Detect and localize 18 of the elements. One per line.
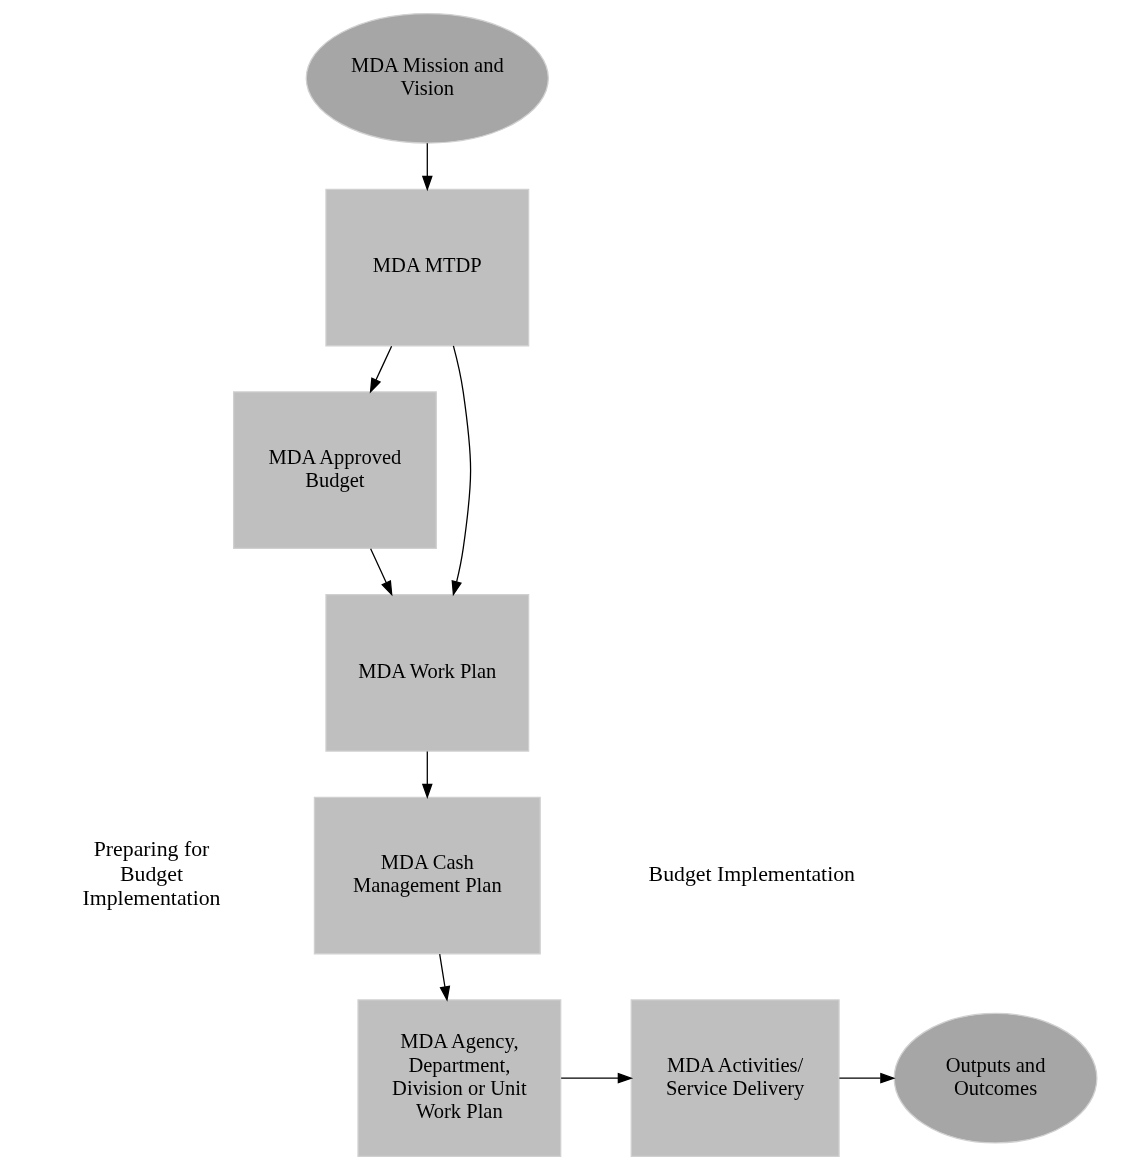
- node-ellipse: Outputs and Outcomes: [893, 1012, 1097, 1144]
- node-ellipse: MDA Mission and Vision: [305, 12, 549, 144]
- arrow: [369, 548, 392, 597]
- label: Budget Implementation: [648, 861, 855, 886]
- arrow: [438, 953, 450, 1002]
- arrow: [421, 142, 433, 192]
- node-box: MDA Work Plan: [324, 594, 529, 752]
- node-box: MDA Approved Budget: [232, 391, 437, 550]
- node-box: MDA Cash Management Plan: [313, 796, 541, 955]
- arrow: [560, 1072, 633, 1084]
- arrow: [838, 1072, 896, 1084]
- arrow: [451, 345, 471, 597]
- arrow: [421, 750, 433, 800]
- node-box: MDA Activities/ Service Delivery: [630, 999, 840, 1158]
- node-box: MDA Agency, Department, Division or Unit Work Plan: [356, 999, 561, 1158]
- node-box: MDA MTDP: [324, 188, 529, 347]
- label: Preparing for Budget Implementation: [82, 837, 221, 911]
- arrow: [369, 345, 392, 394]
